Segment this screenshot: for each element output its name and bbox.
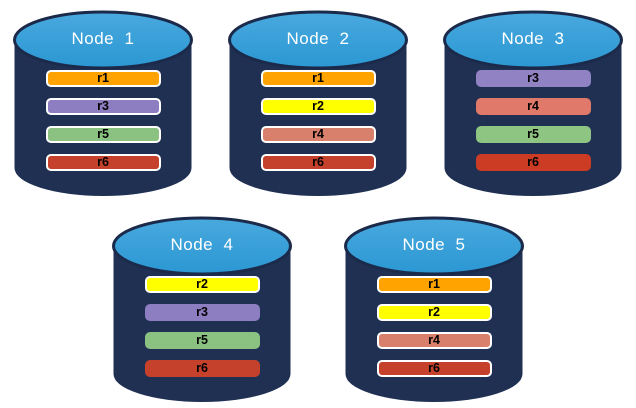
replica-bar: r1 [260,70,376,87]
node-row-bottom: Node 4 r2 r3 r5 r6 Node 5 r1 r2 r4 r6 [0,214,636,404]
replica-label: r5 [97,127,109,142]
replica-bar: r2 [144,276,260,293]
replica-label: r6 [196,361,208,376]
replica-bar: r6 [475,154,591,171]
replica-bar: r3 [475,70,591,87]
replica-label: r6 [312,155,324,170]
replica-bar: r5 [45,126,161,143]
replica-label: r6 [428,361,440,376]
replica-bar: r4 [475,98,591,115]
replica-label: r3 [97,99,109,114]
replica-bar-stack: r1 r2 r4 r6 [343,276,525,377]
node-title: Node 3 [501,29,565,48]
database-node: Node 5 r1 r2 r4 r6 [343,214,525,404]
database-node: Node 1 r1 r3 r5 r6 [12,8,194,198]
database-node: Node 3 r3 r4 r5 r6 [442,8,624,198]
replica-label: r1 [428,277,440,292]
replica-bar: r3 [45,98,161,115]
replica-bar: r5 [475,126,591,143]
replica-bar: r4 [376,332,492,349]
replica-label: r2 [196,277,208,292]
cylinder-top [228,10,408,70]
replica-bar-stack: r1 r2 r4 r6 [227,70,409,171]
replica-bar: r6 [260,154,376,171]
replica-label: r1 [97,71,109,86]
replica-bar: r6 [144,360,260,377]
node-title: Node 2 [286,29,350,48]
replica-bar-stack: r1 r3 r5 r6 [12,70,194,171]
replica-label: r6 [97,155,109,170]
node-title: Node 4 [170,235,234,254]
replica-label: r4 [527,99,539,114]
cylinder-top [443,10,623,70]
replica-bar: r5 [144,332,260,349]
replica-label: r2 [428,305,440,320]
database-node: Node 2 r1 r2 r4 r6 [227,8,409,198]
replica-bar: r4 [260,126,376,143]
replica-label: r3 [527,71,539,86]
replica-bar: r1 [45,70,161,87]
replica-bar: r6 [376,360,492,377]
replica-label: r1 [312,71,324,86]
replica-bar-stack: r3 r4 r5 r6 [442,70,624,171]
replica-label: r6 [527,155,539,170]
replica-bar: r1 [376,276,492,293]
replica-bar-stack: r2 r3 r5 r6 [111,276,293,377]
cylinder-top [13,10,193,70]
node-row-top: Node 1 r1 r3 r5 r6 Node 2 r1 r2 r4 r6 Node 3 r… [0,0,636,198]
node-title: Node 5 [402,235,466,254]
replica-label: r2 [312,99,324,114]
replica-bar: r3 [144,304,260,321]
replica-label: r4 [428,333,440,348]
replica-bar: r2 [376,304,492,321]
replica-bar: r6 [45,154,161,171]
replica-label: r5 [196,333,208,348]
replica-bar: r2 [260,98,376,115]
cylinder-top [344,216,524,276]
replica-label: r5 [527,127,539,142]
node-title: Node 1 [71,29,135,48]
cylinder-top [112,216,292,276]
replica-label: r4 [312,127,324,142]
replica-label: r3 [196,305,208,320]
database-node: Node 4 r2 r3 r5 r6 [111,214,293,404]
